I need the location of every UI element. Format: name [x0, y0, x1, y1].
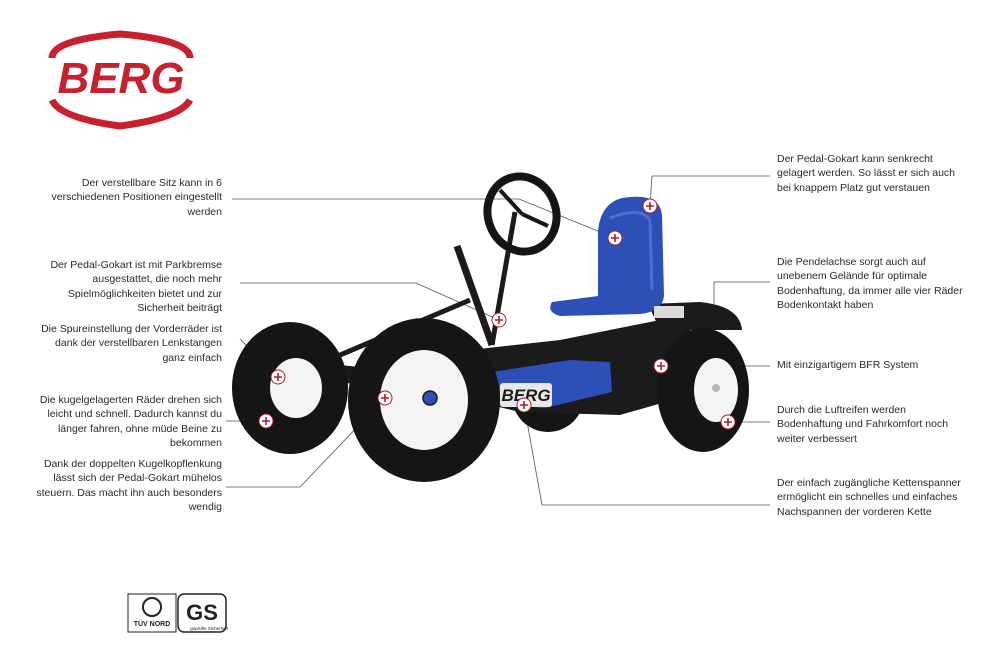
hotspot-seat-adjust[interactable]: [607, 230, 623, 246]
tuv-badge: [127, 593, 177, 633]
logo-arc-bottom: [48, 97, 194, 130]
gs-text: GS: [186, 600, 218, 625]
logo-wordmark: BERG: [57, 54, 184, 103]
hotspot-steering[interactable]: [377, 390, 393, 406]
leader-pendulum-axle: [713, 281, 770, 304]
steering-spoke-1: [498, 188, 524, 216]
leader-vertical-storage: [649, 175, 770, 207]
gs-badge: [177, 593, 227, 633]
annotation-parking-brake: Der Pedal-Gokart ist mit Parkbremse ausg…: [50, 259, 222, 315]
hotspot-vertical-storage[interactable]: [642, 198, 658, 214]
logo-arc-top: [48, 30, 194, 59]
berg-logo: BERG: [48, 30, 194, 130]
front-hub-cap: [422, 390, 438, 406]
hotspot-markers: [258, 198, 736, 430]
tuv-emblem-icon: [142, 597, 162, 617]
rear-hub-cap: [712, 384, 720, 392]
annotation-tyres: Durch die Luftreifen werden Bodenhaftung…: [777, 404, 949, 445]
hotspot-ball-bearing[interactable]: [258, 413, 274, 429]
tuv-text: TÜV NORD: [134, 619, 171, 628]
gs-subtext: geprüfte Sicherheit: [190, 626, 229, 631]
annotation-chain-tensioner: Der einfach zugängliche Kettenspanner er…: [777, 477, 961, 518]
hotspot-bfr[interactable]: [653, 358, 669, 374]
annotation-track-adjust: Die Spureinstellung der Vorderräder ist …: [41, 323, 222, 364]
hotspot-chain-tensioner[interactable]: [516, 397, 532, 413]
seat: [550, 196, 664, 316]
gokart-illustration: BERG: [232, 172, 749, 482]
hotspot-track-adjust[interactable]: [270, 369, 286, 385]
annotation-pendulum-axle: Die Pendelachse sorgt auch auf unebenem …: [777, 256, 963, 312]
rear-plate: [654, 306, 684, 318]
leader-seat-adjust: [232, 198, 616, 239]
annotation-ball-bearing: Die kugelgelagerten Räder drehen sich le…: [39, 394, 222, 450]
annotation-seat-adjust: Der verstellbare Sitz kann in 6 verschie…: [51, 177, 222, 218]
steering-wheel: [483, 172, 561, 256]
leader-chain-tensioner: [523, 404, 770, 506]
certification-marks: TÜV NORD GS geprüfte Sicherheit: [127, 593, 229, 633]
hotspot-parking-brake[interactable]: [491, 312, 507, 328]
leader-parking-brake: [240, 282, 500, 321]
steering-column: [453, 244, 496, 347]
seat-highlight: [609, 211, 654, 291]
hotspot-tyres[interactable]: [720, 414, 736, 430]
annotation-bfr: Mit einzigartigem BFR System: [777, 359, 919, 371]
body-plate-text: BERG: [501, 386, 550, 405]
annotation-steering: Dank der doppelten Kugelkopflenkung läss…: [36, 458, 222, 514]
annotation-vertical-storage: Der Pedal-Gokart kann senkrecht gelagert…: [777, 153, 956, 194]
steering-spoke-2: [521, 212, 549, 228]
body-plate: [500, 383, 552, 407]
front-far-rim: [270, 358, 322, 418]
